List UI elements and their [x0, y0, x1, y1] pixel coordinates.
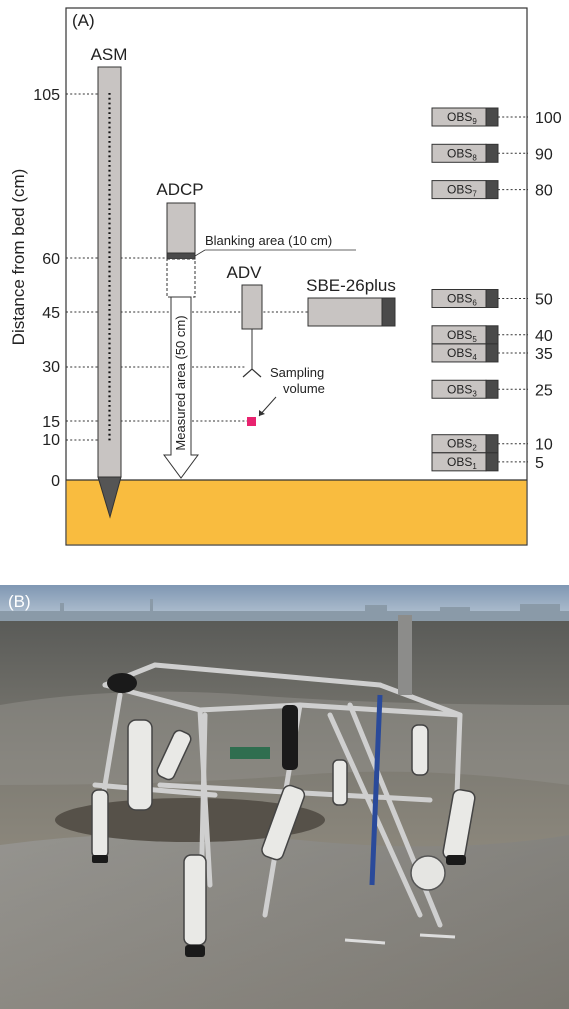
adcp-instrument: ADCP Measured area (50 cm) Blanking area… [156, 180, 356, 479]
obs-sensor-7: OBS7 80 [431, 180, 553, 200]
panel-b-photo: (B) [0, 585, 569, 1009]
adv-label: ADV [227, 263, 263, 282]
obs-sensor-4: OBS4 35 [431, 343, 553, 363]
mast [398, 615, 412, 695]
blanking-label: Blanking area (10 cm) [205, 233, 332, 248]
obs-sensor-6: OBS6 50 [431, 289, 553, 309]
tick-15: 15 [42, 414, 60, 431]
sampling-label-2: volume [283, 381, 325, 396]
sbe-instrument: SBE-26plus [306, 276, 396, 327]
obs-sensor-5: OBS5 40 [431, 325, 553, 345]
panel-a-label: (A) [72, 11, 95, 30]
y-axis-label: Distance from bed (cm) [9, 169, 28, 346]
distant-skyline [0, 599, 569, 621]
obs-sensor-3: OBS3 25 [431, 379, 553, 399]
obs-label-5: OBS5 [447, 328, 477, 344]
obs-height-8: 90 [535, 146, 553, 163]
obs-label-9: OBS9 [447, 110, 477, 126]
obs-height-4: 35 [535, 346, 553, 363]
obs-label-1: OBS1 [447, 455, 477, 471]
obs-label-8: OBS8 [447, 146, 477, 162]
asm-label: ASM [91, 45, 128, 64]
seabed [66, 480, 527, 545]
obs-label-3: OBS3 [447, 382, 477, 398]
adcp-label: ADCP [156, 180, 203, 199]
obs-sensor-2: OBS2 10 [431, 434, 553, 454]
panel-a-diagram: (A) Distance from bed (cm) 105 60 45 30 … [9, 7, 562, 546]
sbe-label: SBE-26plus [306, 276, 396, 295]
tick-60: 60 [42, 251, 60, 268]
obs-height-2: 10 [535, 437, 553, 454]
tick-45: 45 [42, 305, 60, 322]
obs-sensor-canisters [91, 719, 476, 946]
panel-b-label: (B) [8, 592, 31, 611]
dark-sensor-caps [92, 673, 466, 957]
tick-30: 30 [42, 359, 60, 376]
tick-105: 105 [33, 87, 60, 104]
left-tick-labels: 105 60 45 30 15 10 0 [33, 87, 60, 490]
measured-area-label: Measured area (50 cm) [173, 315, 188, 450]
obs-height-5: 40 [535, 328, 553, 345]
obs-label-2: OBS2 [447, 437, 477, 453]
obs-height-7: 80 [535, 183, 553, 200]
adv-instrument: ADV Sampling volume [227, 263, 325, 426]
obs-height-9: 100 [535, 110, 562, 127]
asm-instrument: ASM [91, 45, 128, 519]
sampling-label-1: Sampling [270, 365, 324, 380]
sampling-volume-marker [247, 417, 256, 426]
obs-sensor-1: OBS1 5 [431, 452, 544, 472]
obs-sensor-8: OBS8 90 [431, 143, 553, 163]
obs-label-4: OBS4 [447, 346, 477, 362]
obs-height-3: 25 [535, 382, 553, 399]
tick-0: 0 [51, 473, 60, 490]
obs-height-6: 50 [535, 292, 553, 309]
mud-mound [55, 798, 325, 842]
pressure-sensor-disk [410, 855, 446, 891]
tick-10: 10 [42, 432, 60, 449]
obs-sensor-9: OBS9 100 [431, 107, 562, 127]
obs-height-1: 5 [535, 455, 544, 472]
obs-label-6: OBS6 [447, 292, 477, 308]
obs-label-7: OBS7 [447, 183, 477, 199]
